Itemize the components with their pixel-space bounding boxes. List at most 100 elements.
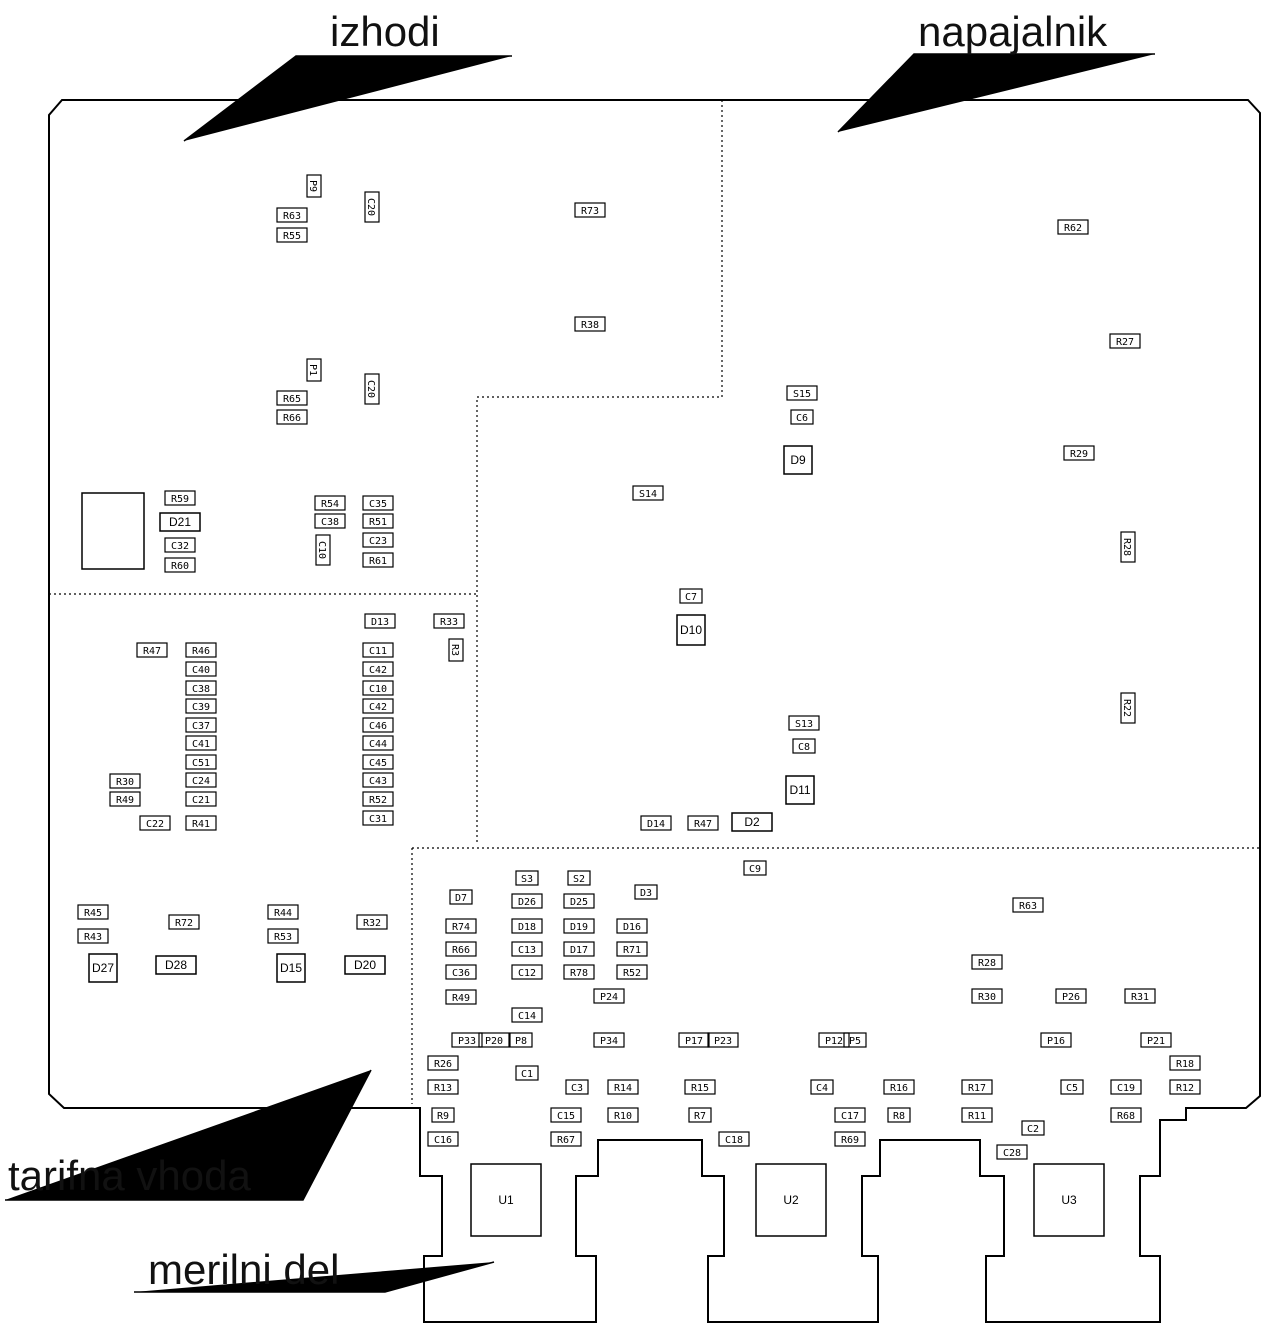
component-box [362,772,394,788]
component-box [362,735,394,751]
component-label: D18 [518,922,536,933]
component-label: P34 [600,1036,618,1047]
component-label: S14 [639,489,657,500]
component-box [511,941,543,957]
component-label: R66 [283,413,301,424]
component-label: R18 [1176,1059,1194,1070]
component-label: R38 [581,320,599,331]
component-label: C16 [434,1135,452,1146]
component-box [185,772,217,788]
component-box [315,534,331,566]
large-component-label: D2 [744,815,760,829]
component-label: P9 [307,180,318,192]
component-label: R66 [452,945,470,956]
component-label: C14 [518,1011,536,1022]
component-label: R54 [321,499,339,510]
component-label: C10 [316,541,327,559]
component-label: C2 [1027,1124,1039,1135]
component-box [362,717,394,733]
component-label: R16 [890,1083,908,1094]
component-box [792,738,816,754]
component-label: C6 [796,413,808,424]
component-box [362,513,394,529]
component-box [834,1107,866,1123]
component-label: R10 [614,1111,632,1122]
component-box [515,870,539,886]
component-box [707,1032,739,1048]
large-component-box [1033,1163,1105,1237]
large-component-label: U1 [498,1193,514,1207]
component-label: C39 [192,702,210,713]
component-label: C38 [192,684,210,695]
component-box [616,918,648,934]
component-box [448,638,464,662]
component-label: R44 [274,908,292,919]
component-box [511,964,543,980]
large-component-label: D27 [92,961,114,975]
power-supply-label: napajalnik [918,8,1108,55]
component-box [427,1055,459,1071]
component-label: P1 [307,364,318,376]
large-component-box [155,955,197,975]
component-label: R15 [691,1083,709,1094]
component-box [574,316,606,332]
component-box [718,1131,750,1147]
component-box [478,1032,510,1048]
component-label: R63 [283,211,301,222]
component-box [883,1079,915,1095]
component-box [1120,692,1136,724]
large-component-label: D28 [165,958,187,972]
component-label: S15 [793,389,811,400]
component-label: P16 [1047,1036,1065,1047]
component-box [164,490,196,506]
component-label: C42 [369,665,387,676]
component-label: R28 [978,958,996,969]
component-label: R59 [171,494,189,505]
component-box [433,613,465,629]
component-box [1012,897,1044,913]
component-label: C37 [192,721,210,732]
component-box [185,791,217,807]
component-label: R30 [116,777,134,788]
component-label: R32 [363,918,381,929]
component-label: C44 [369,739,387,750]
outputs-label: izhodi [330,8,440,55]
component-box [1120,531,1136,563]
component-label: R67 [557,1135,575,1146]
component-label: C10 [369,684,387,695]
component-box [185,661,217,677]
component-label: C36 [452,968,470,979]
component-label: C8 [798,742,810,753]
component-box [431,1107,455,1123]
component-box [1021,1120,1045,1136]
component-box [362,680,394,696]
component-label: C21 [192,795,210,806]
component-box [185,717,217,733]
component-box [276,390,308,406]
component-box [1140,1032,1172,1048]
component-label: C41 [192,739,210,750]
component-label: D17 [570,945,588,956]
component-label: P23 [714,1036,732,1047]
component-label: R28 [1121,538,1132,556]
component-box [1110,1079,1142,1095]
component-box [961,1107,993,1123]
component-box [136,642,168,658]
component-box [445,941,477,957]
component-box [550,1131,582,1147]
component-box [1040,1032,1072,1048]
component-box [77,904,109,920]
component-box [743,860,767,876]
component-label: R51 [369,517,387,528]
component-label: R49 [452,993,470,1004]
component-label: C31 [369,814,387,825]
component-box [1055,988,1087,1004]
component-box [607,1107,639,1123]
component-label: P12 [825,1036,843,1047]
component-label: C11 [369,646,387,657]
component-box [509,1032,533,1048]
component-box [678,1032,710,1048]
component-box [887,1107,911,1123]
component-box [164,537,196,553]
